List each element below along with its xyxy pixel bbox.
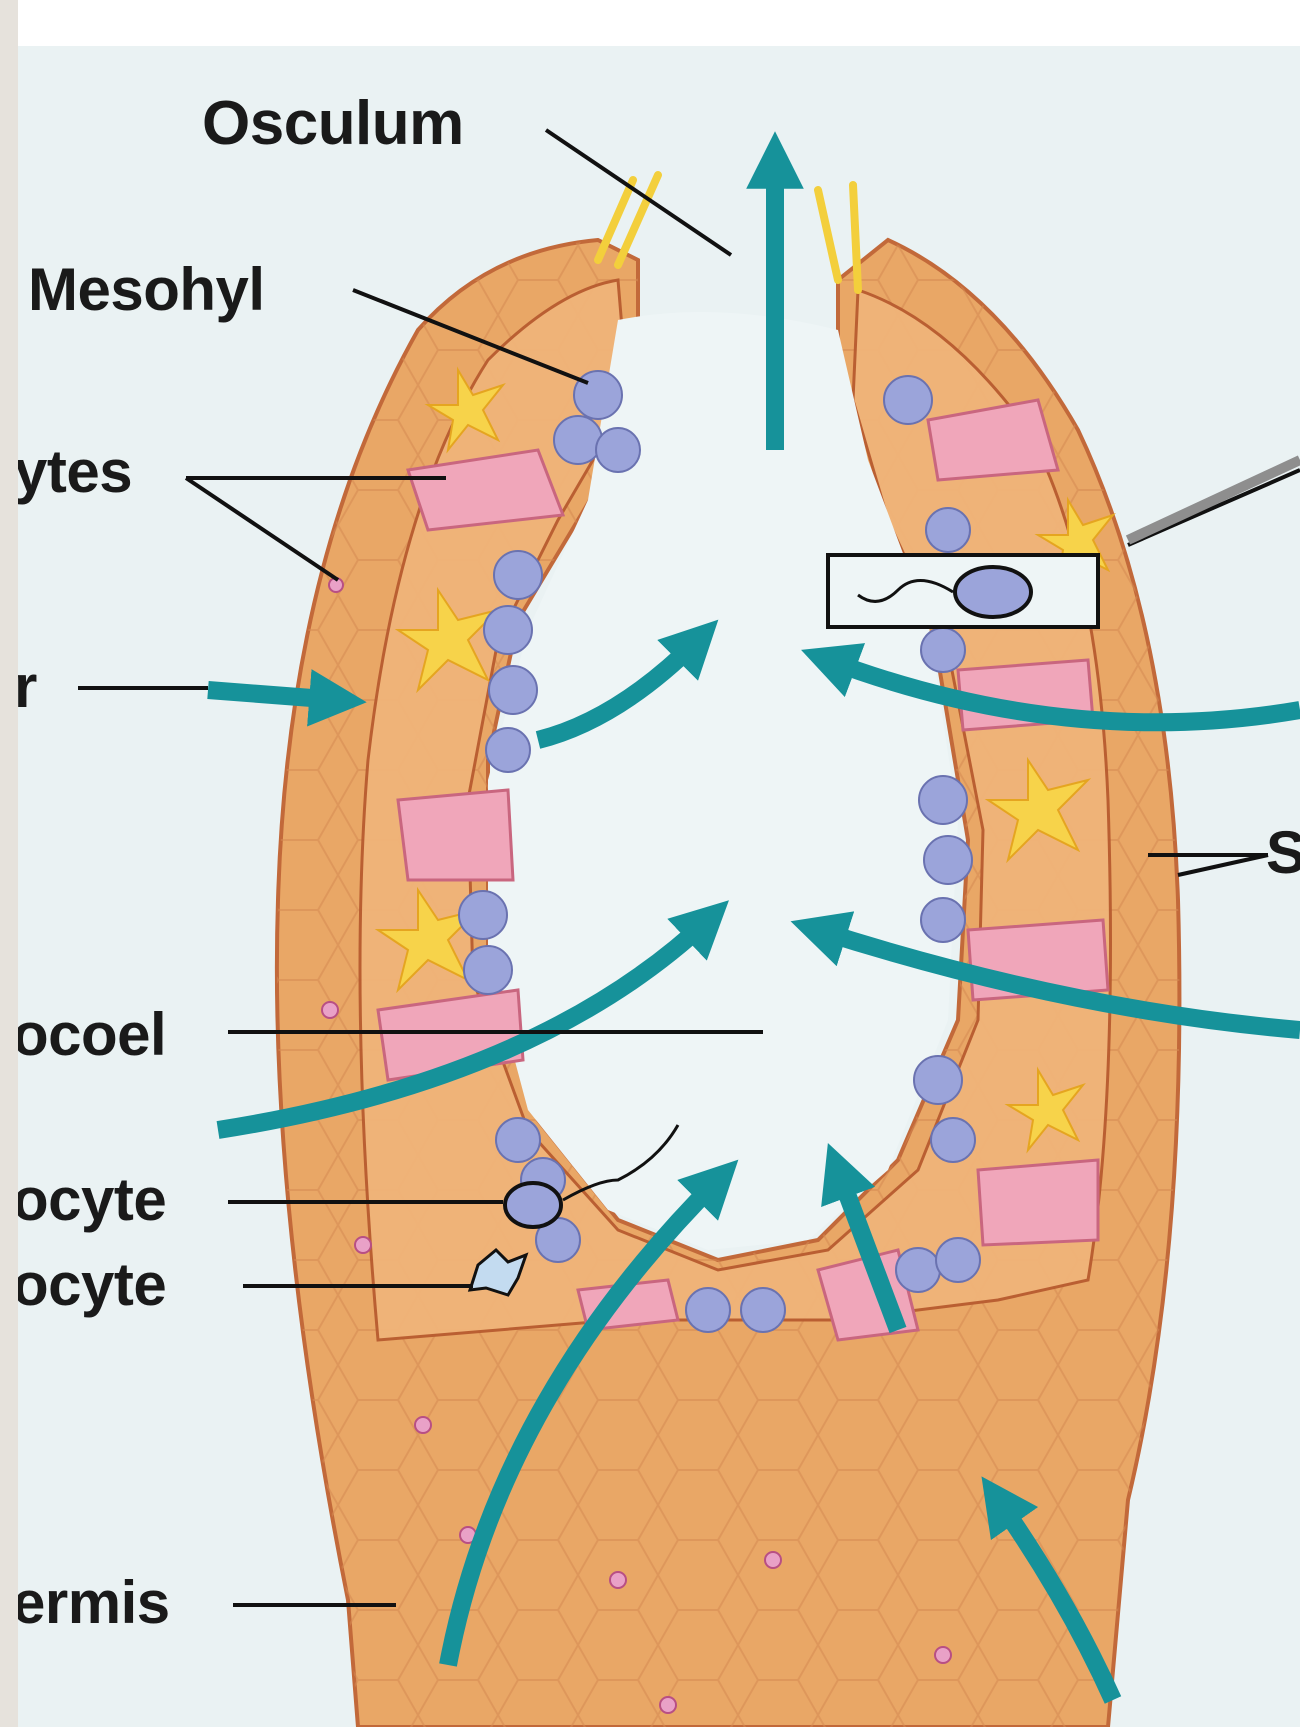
label-water-in: r xyxy=(18,652,37,721)
choanocyte-lower xyxy=(505,1183,561,1227)
label-spongocoel: ocoel xyxy=(18,1000,166,1069)
label-choanocyte: ocyte xyxy=(18,1165,166,1234)
pointer-gray xyxy=(1128,460,1300,540)
sponge-diagram: Osculum Mesohyl ytes r ocoel ocyte ocyte… xyxy=(18,0,1300,1727)
label-mesohyl: Mesohyl xyxy=(28,255,265,324)
label-spicules: S xyxy=(1266,818,1300,887)
label-amoebocyte: ocyte xyxy=(18,1250,166,1319)
label-epidermis: ermis xyxy=(18,1568,170,1637)
label-porocytes: ytes xyxy=(18,437,132,506)
choanocyte-highlight xyxy=(955,567,1031,617)
label-osculum: Osculum xyxy=(202,88,464,159)
page-margin xyxy=(0,0,18,1727)
